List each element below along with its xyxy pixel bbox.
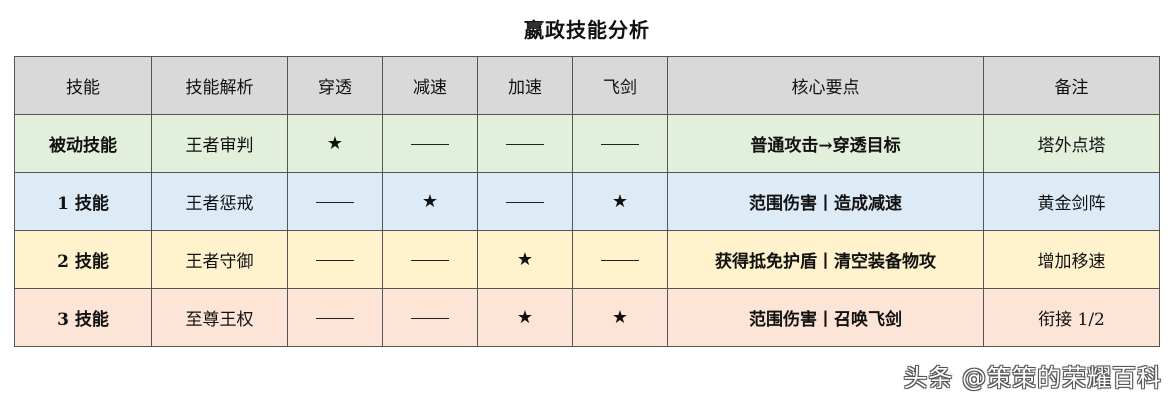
cell-flying-sword <box>572 114 668 173</box>
header-slow: 减速 <box>382 56 478 115</box>
table-row: 1 技能王者惩戒 ★ ★ 范围伤害丨造成减速黄金剑阵 <box>14 172 1160 231</box>
table-title: 嬴政技能分析 <box>524 18 650 42</box>
header-flying-sword: 飞剑 <box>572 56 668 115</box>
cell-pierce <box>287 230 383 289</box>
dash-mark <box>601 143 639 145</box>
header-speed: 加速 <box>477 56 573 115</box>
cell-flying-sword: ★ <box>572 288 668 347</box>
cell-speed: ★ <box>477 288 573 347</box>
cell-skill: 被动技能 <box>14 114 152 173</box>
cell-skill-name: 王者惩戒 <box>151 172 288 231</box>
cell-speed <box>477 114 573 173</box>
cell-note: 黄金剑阵 <box>983 172 1160 231</box>
cell-speed <box>477 172 573 231</box>
dash-mark <box>316 317 354 319</box>
dash-mark <box>316 201 354 203</box>
cell-key-points: 获得抵免护盾丨清空装备物攻 <box>667 230 984 289</box>
cell-skill: 2 技能 <box>14 230 152 289</box>
cell-flying-sword <box>572 230 668 289</box>
cell-skill: 1 技能 <box>14 172 152 231</box>
dash-mark <box>506 201 544 203</box>
dash-mark <box>411 143 449 145</box>
star-icon: ★ <box>611 307 629 328</box>
star-icon: ★ <box>516 249 534 270</box>
cell-key-points: 范围伤害丨造成减速 <box>667 172 984 231</box>
cell-note: 衔接 1/2 <box>983 288 1160 347</box>
table-row: 2 技能王者守御 ★ 获得抵免护盾丨清空装备物攻增加移速 <box>14 230 1160 289</box>
cell-pierce <box>287 288 383 347</box>
cell-pierce <box>287 172 383 231</box>
cell-skill-name: 至尊王权 <box>151 288 288 347</box>
header-key-points: 核心要点 <box>667 56 984 115</box>
header-notes: 备注 <box>983 56 1160 115</box>
header-skill-analysis: 技能解析 <box>151 56 288 115</box>
dash-mark <box>316 259 354 261</box>
cell-pierce: ★ <box>287 114 383 173</box>
cell-slow: ★ <box>382 172 478 231</box>
header-pierce: 穿透 <box>287 56 383 115</box>
cell-speed: ★ <box>477 230 573 289</box>
skill-table: 技能 技能解析 穿透 减速 加速 飞剑 核心要点 备注 被动技能王者审判 ★ 普通攻… <box>14 56 1160 347</box>
table-row: 3 技能至尊王权 ★ ★ 范围伤害丨召唤飞剑衔接 1/2 <box>14 288 1160 347</box>
cell-slow <box>382 230 478 289</box>
star-icon: ★ <box>611 191 629 212</box>
cell-slow <box>382 114 478 173</box>
cell-skill-name: 王者审判 <box>151 114 288 173</box>
star-icon: ★ <box>421 191 439 212</box>
header-skill: 技能 <box>14 56 152 115</box>
star-icon: ★ <box>516 307 534 328</box>
cell-skill-name: 王者守御 <box>151 230 288 289</box>
star-icon: ★ <box>326 133 344 154</box>
table-row: 被动技能王者审判 ★ 普通攻击→穿透目标塔外点塔 <box>14 114 1160 173</box>
dash-mark <box>601 259 639 261</box>
dash-mark <box>411 317 449 319</box>
cell-skill: 3 技能 <box>14 288 152 347</box>
cell-key-points: 范围伤害丨召唤飞剑 <box>667 288 984 347</box>
watermark: 头条 @策策的荣耀百科 <box>903 364 1162 392</box>
cell-flying-sword: ★ <box>572 172 668 231</box>
dash-mark <box>411 259 449 261</box>
cell-key-points: 普通攻击→穿透目标 <box>667 114 984 173</box>
cell-note: 增加移速 <box>983 230 1160 289</box>
cell-note: 塔外点塔 <box>983 114 1160 173</box>
dash-mark <box>506 143 544 145</box>
cell-slow <box>382 288 478 347</box>
header-row: 技能 技能解析 穿透 减速 加速 飞剑 核心要点 备注 <box>14 56 1160 115</box>
